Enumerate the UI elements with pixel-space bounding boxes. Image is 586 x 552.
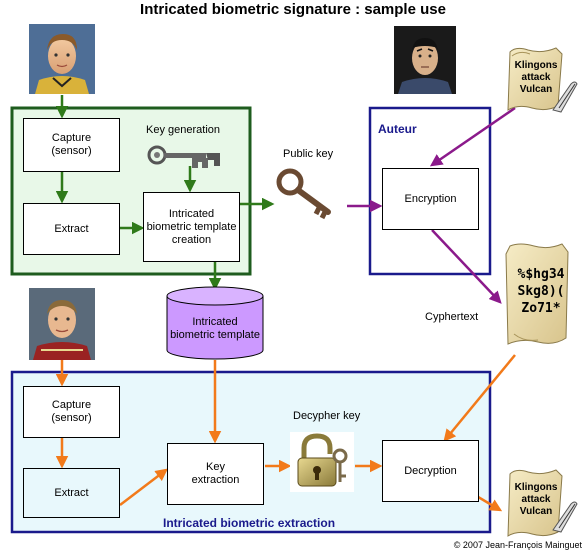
cipher-message: %$hg34 Skg8)( Zo71* — [510, 266, 572, 317]
key-extraction-box: Key extraction — [167, 443, 264, 505]
plain-message-bottom: Klingons attack Vulcan — [510, 482, 562, 518]
auteur-title: Auteur — [378, 122, 417, 136]
diagram-title: Intricated biometric signature : sample … — [140, 1, 446, 18]
cipher-line: %$hg34 — [517, 267, 565, 282]
extraction-title: Intricated biometric extraction — [163, 516, 336, 530]
cyphertext-label: Cyphertext — [425, 311, 479, 323]
quill-pen-icon — [552, 81, 578, 113]
arrow-cyphertext-to-decryption — [443, 354, 516, 442]
copyright-notice: © 2007 Jean-François Mainguet — [453, 540, 582, 550]
padlock-key-icon — [290, 432, 354, 492]
arrow-message-to-encryption — [429, 106, 516, 167]
plain-message-top: Klingons attack Vulcan — [510, 60, 562, 96]
template-creation-box: Intricated biometric template creation — [143, 192, 240, 262]
database-label: Intricated biometric template — [170, 316, 260, 341]
skeleton-key-icon — [147, 145, 220, 168]
message-line: Vulcan — [519, 84, 553, 95]
capture-sensor-box: Capture (sensor) — [23, 118, 120, 172]
parchment-scroll-icon — [507, 469, 563, 537]
parchment-scroll-icon — [507, 47, 563, 111]
message-line: Klingons — [514, 60, 558, 71]
public-key-icon — [276, 168, 331, 220]
arrow-encryption-to-cyphertext — [431, 229, 502, 304]
decryption-box: Decryption — [382, 440, 479, 502]
message-line: attack — [521, 494, 551, 505]
key-generation-label: Key generation — [146, 124, 220, 136]
capture-sensor-box-2: Capture (sensor) — [23, 386, 120, 438]
cipher-line: Skg8)( — [517, 284, 565, 299]
message-line: attack — [521, 72, 551, 83]
message-line: Vulcan — [519, 506, 553, 517]
cipher-line: Zo71* — [521, 301, 561, 316]
person-portrait-icon — [394, 26, 456, 94]
quill-pen-icon — [552, 501, 578, 533]
person-portrait-icon — [29, 24, 95, 94]
extract-box: Extract — [23, 203, 120, 255]
public-key-label: Public key — [283, 148, 334, 160]
parchment-scroll-icon — [505, 243, 569, 345]
encryption-box: Encryption — [382, 168, 479, 230]
decypher-key-label: Decypher key — [293, 410, 361, 422]
message-line: Klingons — [514, 482, 558, 493]
arrow-extract2-to-key-extraction — [119, 468, 168, 506]
person-portrait-icon — [29, 288, 95, 360]
extract-box-2: Extract — [23, 468, 120, 518]
database-cylinder — [166, 286, 264, 360]
